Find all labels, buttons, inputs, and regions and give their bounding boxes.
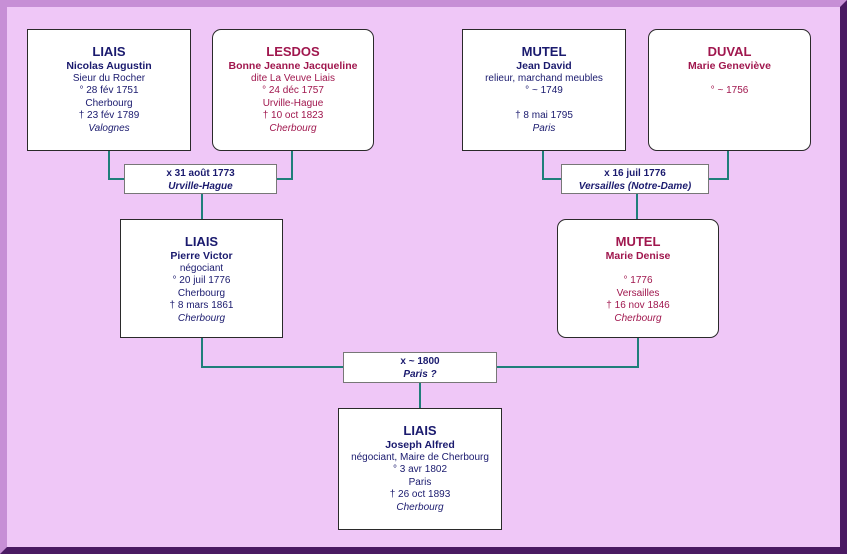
surname: MUTEL <box>521 44 567 59</box>
person-card-lesdos-bonne[interactable]: LESDOS Bonne Jeanne Jacqueline dite La V… <box>212 29 374 151</box>
connector-m1 <box>108 151 293 219</box>
death-date: † 10 oct 1823 <box>262 110 324 121</box>
person-card-liais-pierre[interactable]: LIAIS Pierre Victor négociant ° 20 juil … <box>120 219 283 338</box>
marriage-box-2[interactable]: x 16 juil 1776 Versailles (Notre-Dame) <box>561 164 709 194</box>
person-card-liais-joseph[interactable]: LIAIS Joseph Alfred négociant, Maire de … <box>338 408 502 530</box>
death-date: † 8 mars 1861 <box>169 300 234 311</box>
surname: LIAIS <box>184 234 219 249</box>
surname: LESDOS <box>266 44 320 59</box>
title-line: Sieur du Rocher <box>72 72 146 84</box>
given-name: Bonne Jeanne Jacqueline <box>228 60 358 72</box>
birth-place: Paris <box>408 476 432 488</box>
death-place: Cherbourg <box>177 312 226 324</box>
marriage-box-3[interactable]: x ~ 1800 Paris ? <box>343 352 497 383</box>
blank-line <box>649 73 810 86</box>
marriage-place: Paris ? <box>403 369 437 380</box>
death-date: † 16 nov 1846 <box>606 300 670 311</box>
given-name: Marie Denise <box>605 250 671 262</box>
birth-place: Urville-Hague <box>262 97 324 109</box>
death-place: Cherbourg <box>614 312 662 324</box>
death-date: † 26 oct 1893 <box>389 489 451 500</box>
surname: LIAIS <box>92 44 126 59</box>
blank-line <box>463 98 625 111</box>
surname: DUVAL <box>707 44 752 59</box>
person-card-duval-marie[interactable]: DUVAL Marie Geneviève ° ~ 1756 <box>648 29 811 151</box>
occupation-line: relieur, marchand meubles <box>485 72 603 84</box>
marriage-date: x 31 août 1773 <box>166 168 235 179</box>
marriage-date: x ~ 1800 <box>400 356 440 367</box>
marriage-date: x 16 juil 1776 <box>604 168 666 179</box>
given-name: Marie Geneviève <box>688 60 771 72</box>
occupation-line: négociant, Maire de Cherbourg <box>351 451 489 463</box>
person-card-mutel-marie[interactable]: MUTEL Marie Denise ° 1776 Versailles † 1… <box>557 219 719 338</box>
birth-date: ° 24 déc 1757 <box>262 85 324 96</box>
given-name: Jean David <box>516 60 572 72</box>
person-card-mutel-jean[interactable]: MUTEL Jean David relieur, marchand meubl… <box>462 29 626 151</box>
marriage-box-1[interactable]: x 31 août 1773 Urville-Hague <box>124 164 277 194</box>
death-date: † 8 mai 1795 <box>515 110 573 121</box>
person-card-liais-nicolas[interactable]: LIAIS Nicolas Augustin Sieur du Rocher °… <box>27 29 191 151</box>
death-place: Cherbourg <box>396 501 444 513</box>
surname: LIAIS <box>403 423 437 438</box>
occupation-line: négociant <box>179 262 224 274</box>
death-date: † 23 fév 1789 <box>78 110 140 121</box>
death-place: Valognes <box>88 122 130 134</box>
birth-date: ° 1776 <box>623 275 653 286</box>
connector-m3 <box>201 338 639 408</box>
birth-place: Cherbourg <box>177 287 226 299</box>
birth-date: ° ~ 1756 <box>710 85 749 96</box>
birth-place: Versailles <box>616 287 660 299</box>
death-place: Paris <box>532 122 556 134</box>
surname: MUTEL <box>615 234 661 249</box>
death-place: Cherbourg <box>269 122 317 134</box>
given-name: Nicolas Augustin <box>66 60 152 72</box>
birth-place: Cherbourg <box>85 97 133 109</box>
nickname-line: dite La Veuve Liais <box>251 72 335 84</box>
given-name: Joseph Alfred <box>385 439 455 451</box>
blank-line <box>558 263 718 276</box>
connector-m2 <box>542 151 729 219</box>
marriage-place: Versailles (Notre-Dame) <box>578 181 692 192</box>
given-name: Pierre Victor <box>170 250 233 262</box>
birth-date: ° 28 fév 1751 <box>79 85 139 96</box>
birth-date: ° ~ 1749 <box>525 85 563 96</box>
birth-date: ° 3 avr 1802 <box>392 464 448 475</box>
marriage-place: Urville-Hague <box>168 181 233 192</box>
birth-date: ° 20 juil 1776 <box>172 275 231 286</box>
